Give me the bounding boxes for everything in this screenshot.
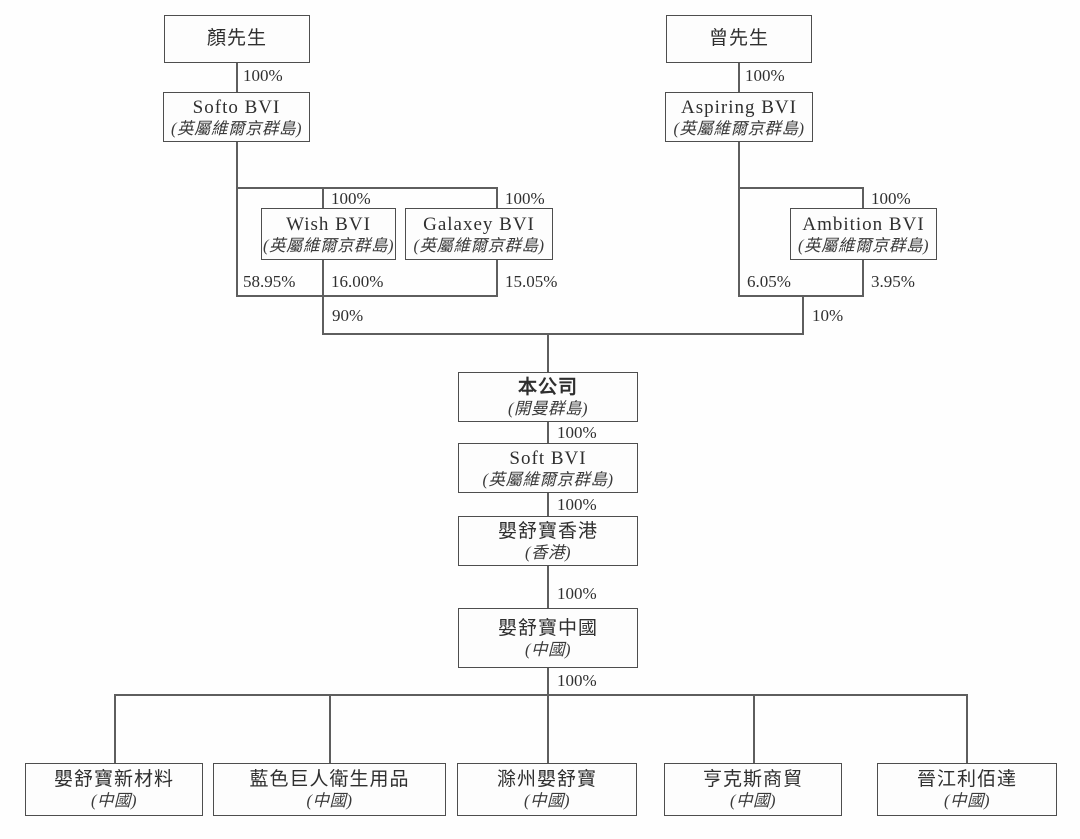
connector-company-softbvi [547, 422, 549, 443]
node-jurisdiction: (開曼群島) [508, 398, 588, 418]
connector-to-ambition [862, 187, 864, 208]
pct-softo-wish: 100% [331, 189, 371, 208]
connector-zeng-aspiring [738, 63, 740, 92]
pct-aspiring-ambition: 100% [871, 189, 911, 208]
node-jurisdiction: (中國) [306, 791, 353, 811]
node-jurisdiction: (英屬維爾京群島) [413, 235, 545, 255]
pct-right-group: 10% [812, 306, 844, 325]
pct-left-group: 90% [332, 306, 364, 325]
node-company: 本公司 (開曼群島) [458, 372, 638, 422]
connector-aspiring-direct [738, 142, 740, 296]
connector-to-sub3 [547, 694, 549, 763]
connector-to-company [547, 333, 549, 372]
node-mr-zeng: 曾先生 [666, 15, 812, 63]
node-title: Wish BVI [286, 213, 371, 235]
connector-left-group-down [322, 295, 324, 333]
connector-to-sub4 [753, 694, 755, 763]
node-jurisdiction: (中國) [944, 791, 990, 811]
connector-ambition-down [862, 260, 864, 296]
node-sub-new-material: 嬰舒寶新材料 (中國) [25, 763, 203, 816]
connector-softo-branch [236, 187, 498, 189]
node-jurisdiction: (中國) [524, 791, 570, 811]
connector-to-sub2 [329, 694, 331, 763]
node-jurisdiction: (英屬維爾京群島) [263, 235, 394, 255]
node-sub-hengkesi: 亨克斯商貿 (中國) [664, 763, 842, 816]
node-sub-chuzhou: 滁州嬰舒寶 (中國) [457, 763, 637, 816]
node-jurisdiction: (英屬維爾京群島) [798, 235, 929, 255]
node-jurisdiction: (英屬維爾京群島) [482, 469, 614, 489]
node-wish-bvi: Wish BVI (英屬維爾京群島) [261, 208, 396, 260]
node-title: Ambition BVI [802, 213, 925, 235]
node-jurisdiction: (中國) [730, 791, 776, 811]
node-title: 顏先生 [206, 28, 267, 50]
connector-main-merge [322, 333, 804, 335]
connector-yan-softo [236, 63, 238, 92]
node-sub-blue-giant: 藍色巨人衛生用品 (中國) [213, 763, 446, 816]
node-title: Soft BVI [509, 447, 587, 469]
connector-right-merge [738, 295, 864, 297]
pct-cn-subs: 100% [557, 671, 597, 690]
pct-softo-galaxey: 100% [505, 189, 545, 208]
pct-galaxey-company: 15.05% [505, 272, 558, 291]
connector-galaxey-down [496, 260, 498, 296]
node-ysb-cn: 嬰舒寶中國 (中國) [458, 608, 638, 668]
pct-softo-direct: 58.95% [243, 272, 296, 291]
node-title: 嬰舒寶新材料 [53, 769, 174, 791]
connector-aspiring-branch [738, 187, 864, 189]
node-title: 藍色巨人衛生用品 [249, 769, 410, 791]
node-jurisdiction: (中國) [525, 639, 571, 659]
connector-softo-direct [236, 142, 238, 296]
connector-wish-down [322, 260, 324, 296]
pct-wish-company: 16.00% [331, 272, 384, 291]
node-title: Galaxey BVI [423, 213, 535, 235]
pct-company-soft: 100% [557, 423, 597, 442]
node-title: 嬰舒寶香港 [497, 520, 598, 542]
connector-left-merge [236, 295, 498, 297]
node-title: 嬰舒寶中國 [497, 617, 598, 639]
connector-to-wish [322, 187, 324, 208]
pct-yan-softo: 100% [243, 66, 283, 85]
node-ambition-bvi: Ambition BVI (英屬維爾京群島) [790, 208, 937, 260]
node-jurisdiction: (英屬維爾京群島) [171, 118, 302, 138]
connector-softbvi-hk [547, 493, 549, 516]
node-mr-yan: 顏先生 [164, 15, 310, 63]
node-title: 滁州嬰舒寶 [496, 769, 597, 791]
pct-hk-cn: 100% [557, 584, 597, 603]
pct-zeng-aspiring: 100% [745, 66, 785, 85]
connector-to-sub5 [966, 694, 968, 763]
node-title: 曾先生 [708, 28, 769, 50]
pct-aspiring-direct: 6.05% [747, 272, 791, 291]
node-title: Aspiring BVI [681, 96, 797, 118]
node-sub-jinjiang: 晉江利佰達 (中國) [877, 763, 1057, 816]
connector-hk-cn [547, 566, 549, 608]
node-aspiring-bvi: Aspiring BVI (英屬維爾京群島) [665, 92, 813, 142]
node-title: 本公司 [517, 376, 578, 398]
node-ysb-hk: 嬰舒寶香港 (香港) [458, 516, 638, 566]
connector-to-galaxey [496, 187, 498, 208]
node-jurisdiction: (英屬維爾京群島) [673, 118, 805, 138]
node-jurisdiction: (中國) [91, 791, 137, 811]
pct-soft-hk: 100% [557, 495, 597, 514]
connector-cn-down [547, 668, 549, 695]
node-galaxey-bvi: Galaxey BVI (英屬維爾京群島) [405, 208, 553, 260]
node-jurisdiction: (香港) [525, 542, 571, 562]
node-title: 亨克斯商貿 [702, 769, 803, 791]
node-soft-bvi: Soft BVI (英屬維爾京群島) [458, 443, 638, 493]
connector-subs-rail [114, 694, 968, 696]
connector-right-group-down [802, 295, 804, 333]
pct-ambition-company: 3.95% [871, 272, 915, 291]
connector-to-sub1 [114, 694, 116, 763]
node-softo-bvi: Softo BVI (英屬維爾京群島) [163, 92, 310, 142]
node-title: Softo BVI [192, 96, 281, 118]
node-title: 晉江利佰達 [916, 769, 1017, 791]
